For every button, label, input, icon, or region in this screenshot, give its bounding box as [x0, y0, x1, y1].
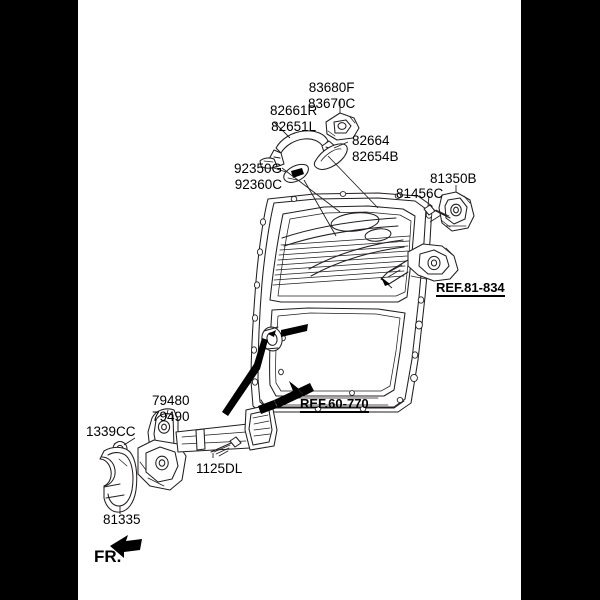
front-direction-label: FR. [94, 547, 122, 566]
label-inside-handle: 81335 [103, 512, 141, 527]
ref-label-weatherstrip: REF.60-770 [300, 396, 369, 413]
label-key-cylinder-pair: 92350G 92360C [234, 161, 282, 192]
upper-door-hinge [438, 191, 475, 232]
label-door-checker-pair: 79480 79490 [152, 393, 190, 424]
lower-door-hinge-ref [380, 243, 459, 285]
label-82651L: 82651L [271, 118, 317, 134]
label-handle-cover-pair: 82664 82654B [352, 133, 399, 164]
ref-label-hinge: REF.81-834 [436, 280, 505, 297]
label-hinge-bolt: 81456C [396, 186, 444, 201]
diagram-sheet: .s { fill:none; stroke:#231f20; stroke-w… [78, 0, 521, 600]
leader-lines [119, 100, 457, 514]
handle-upper-bracket [325, 112, 360, 141]
hinge-bolt [423, 204, 451, 219]
door-beltline-hatching [272, 235, 411, 286]
label-82664: 82664 [352, 133, 390, 148]
label-79480: 79480 [152, 393, 190, 408]
checker-bolt [210, 436, 242, 457]
label-outside-handle-pair: 82661R 82651L [270, 103, 317, 134]
inside-door-handle [99, 446, 138, 513]
label-82654B: 82654B [352, 148, 399, 164]
front-direction-arrow [110, 535, 142, 558]
handle-cover-cap [313, 143, 348, 170]
weatherstrip-indicator [222, 324, 308, 416]
label-83670C: 83670C [308, 95, 356, 111]
parts-illustration: .s { fill:none; stroke:#231f20; stroke-w… [99, 100, 475, 558]
label-83680F: 83680F [308, 80, 355, 95]
door-upper-reliefs [330, 212, 392, 242]
label-79490: 79490 [152, 408, 190, 424]
label-92350G: 92350G [234, 161, 283, 176]
door-key-cylinder [283, 163, 309, 183]
label-82661R: 82661R [270, 103, 318, 118]
label-upper-handle-pair: 83680F 83670C [308, 80, 355, 111]
label-checker-bolt: 1125DL [196, 461, 243, 476]
label-92360C: 92360C [234, 176, 283, 192]
label-checker-grommet: 1339CC [86, 424, 136, 439]
label-upper-hinge: 81350B [430, 171, 477, 186]
